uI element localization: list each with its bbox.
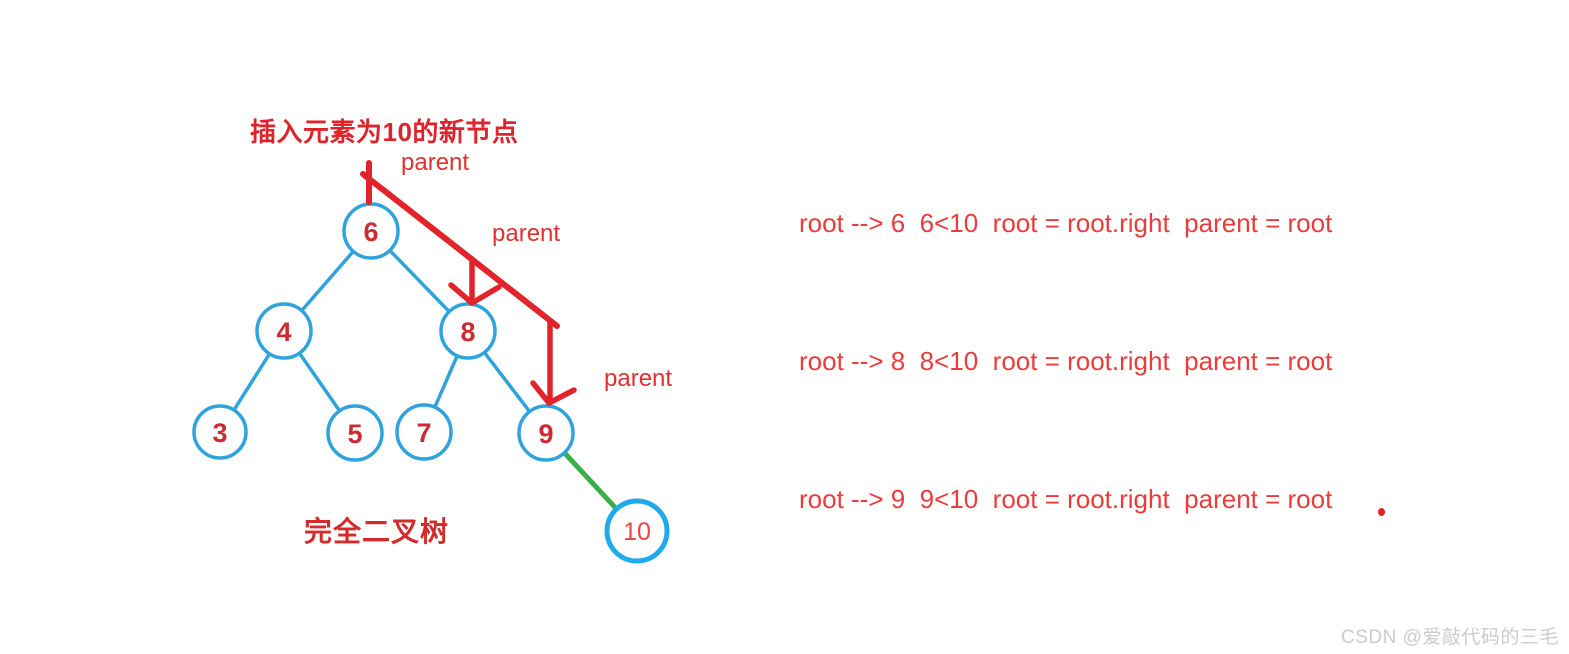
tree-nodes: 6 4 8 3 5 7 9 [192, 202, 670, 564]
parent-label-3: parent [604, 365, 673, 392]
node-9-value: 9 [538, 419, 553, 449]
node-6-value: 6 [363, 217, 378, 247]
csdn-watermark: CSDN @爱敲代码的三毛 [1341, 627, 1559, 648]
parent-label-2: parent [492, 220, 561, 247]
parent-label-1: parent [401, 149, 470, 176]
tree-node-9: 9 [517, 404, 575, 462]
trace-line-1: root --> 6 6<10 root = root.right parent… [799, 208, 1333, 238]
arrowhead-8-left-wing [448, 282, 475, 306]
node-4-value: 4 [276, 317, 291, 347]
node-5-value: 5 [347, 419, 362, 449]
tree-node-8: 8 [439, 302, 497, 360]
down-arrow-to-8 [448, 256, 502, 306]
tree-node-3: 3 [192, 404, 248, 460]
node-10-value: 10 [623, 518, 651, 546]
node-3-value: 3 [212, 418, 227, 448]
trace-line-3: root --> 9 9<10 root = root.right parent… [799, 484, 1333, 514]
tree-node-10-new: 10 [604, 498, 670, 564]
tree-edges [218, 229, 640, 534]
node-8-value: 8 [460, 317, 475, 347]
trace-line-2: root --> 8 8<10 root = root.right parent… [799, 346, 1333, 376]
tree-node-5: 5 [326, 404, 384, 462]
insertion-path-annotation [360, 160, 577, 406]
diagram-title: 插入元素为10的新节点 [250, 117, 519, 147]
down-arrow-to-9 [530, 318, 577, 406]
tree-node-7: 7 [395, 403, 453, 461]
arrowhead-9-left-wing [530, 380, 552, 406]
node-7-value: 7 [416, 418, 431, 448]
tree-caption: 完全二叉树 [304, 516, 450, 547]
arrowhead-8-right-wing [469, 284, 502, 306]
stray-red-dot [1378, 508, 1385, 516]
arrowhead-9-right-wing [546, 387, 577, 406]
tree-node-4: 4 [255, 302, 313, 360]
trace-code-block: root --> 6 6<10 root = root.right parent… [799, 108, 1332, 614]
tree-node-6: 6 [342, 202, 400, 260]
search-path-diagonal [360, 171, 560, 329]
